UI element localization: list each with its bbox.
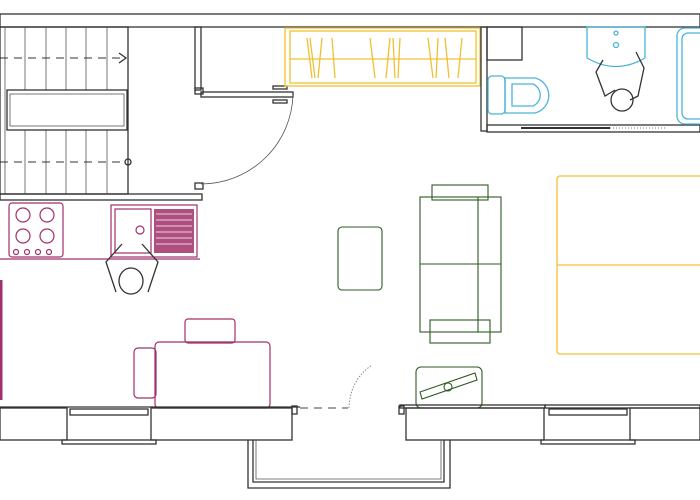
cooktop: [8, 202, 64, 258]
door-swing-arc: [200, 94, 294, 185]
bathroom-walls: [480, 26, 700, 133]
balcony: [247, 440, 451, 489]
bed: [556, 175, 700, 355]
washbasin: [586, 26, 646, 68]
bathtub: [676, 27, 700, 125]
armchair: [415, 366, 483, 409]
person-at-sink-icon: [105, 243, 159, 295]
balcony-door: [291, 364, 405, 415]
stair-landing: [6, 89, 128, 131]
coffee-table: [337, 226, 383, 291]
window-left: [61, 408, 157, 445]
kitchen-sink: [110, 204, 198, 258]
sofa: [419, 184, 502, 344]
window-right: [540, 408, 636, 445]
person-at-basin-icon: [595, 51, 645, 112]
stair-start-circle: [124, 158, 132, 166]
staircase: [0, 26, 132, 195]
wardrobe: [284, 27, 481, 87]
toilet: [487, 75, 550, 115]
top-wall: [0, 13, 700, 28]
dining-set: [133, 318, 271, 409]
bottom-wall: [0, 404, 700, 441]
hallway-partition: [0, 26, 294, 201]
